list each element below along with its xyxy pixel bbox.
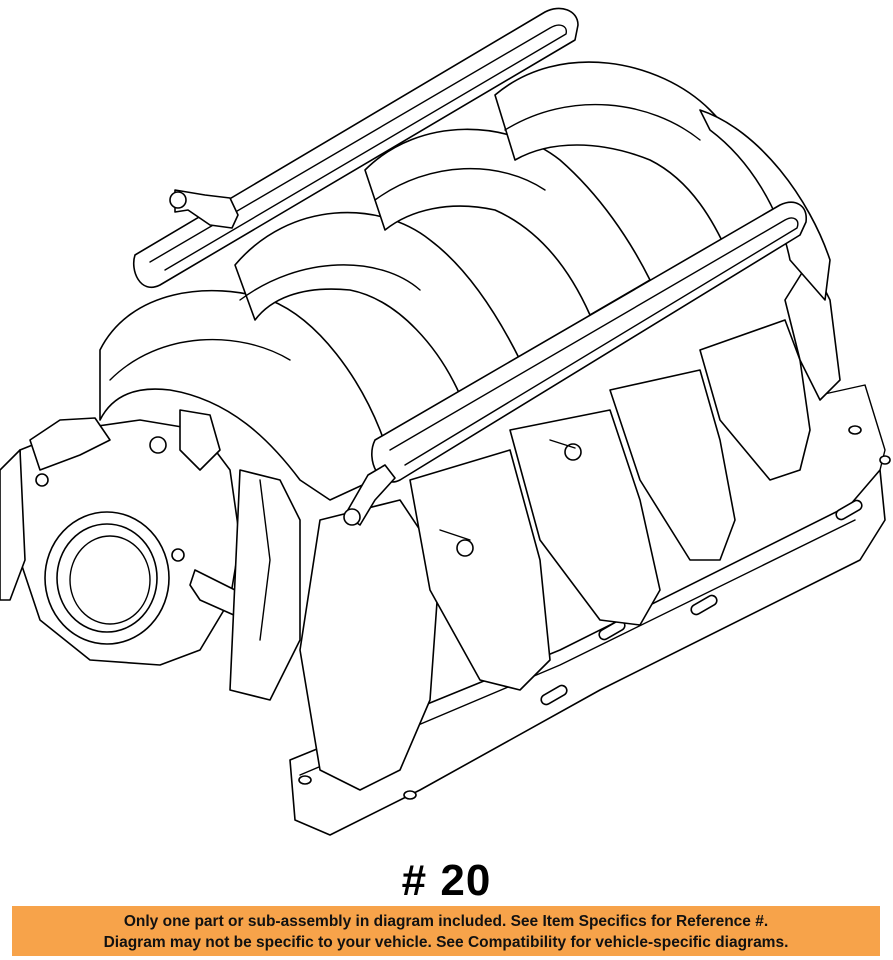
- rail-fitting-rear: [174, 189, 239, 229]
- rail-fitting-front: [344, 464, 396, 526]
- runner-leg-1: [299, 499, 441, 791]
- disclaimer-banner: Only one part or sub-assembly in diagram…: [12, 906, 880, 956]
- runner-arch-3: [364, 128, 651, 316]
- runner-leg-5: [699, 319, 811, 481]
- fuel-rail-rear: [133, 7, 579, 288]
- disclaimer-line-1: Only one part or sub-assembly in diagram…: [123, 913, 769, 930]
- runner-leg-2: [409, 449, 551, 691]
- manifold-base-flange: [289, 469, 886, 836]
- runner-arch-2: [234, 211, 521, 396]
- disclaimer-line-2: Diagram may not be specific to your vehi…: [103, 934, 789, 951]
- runner-leg-3: [509, 409, 661, 626]
- intake-manifold-diagram: [0, 7, 891, 836]
- runner-leg-4: [609, 369, 736, 561]
- runner-arch-front: [99, 289, 396, 501]
- reference-number: # 20: [401, 856, 492, 905]
- fuel-rail-front: [371, 201, 807, 483]
